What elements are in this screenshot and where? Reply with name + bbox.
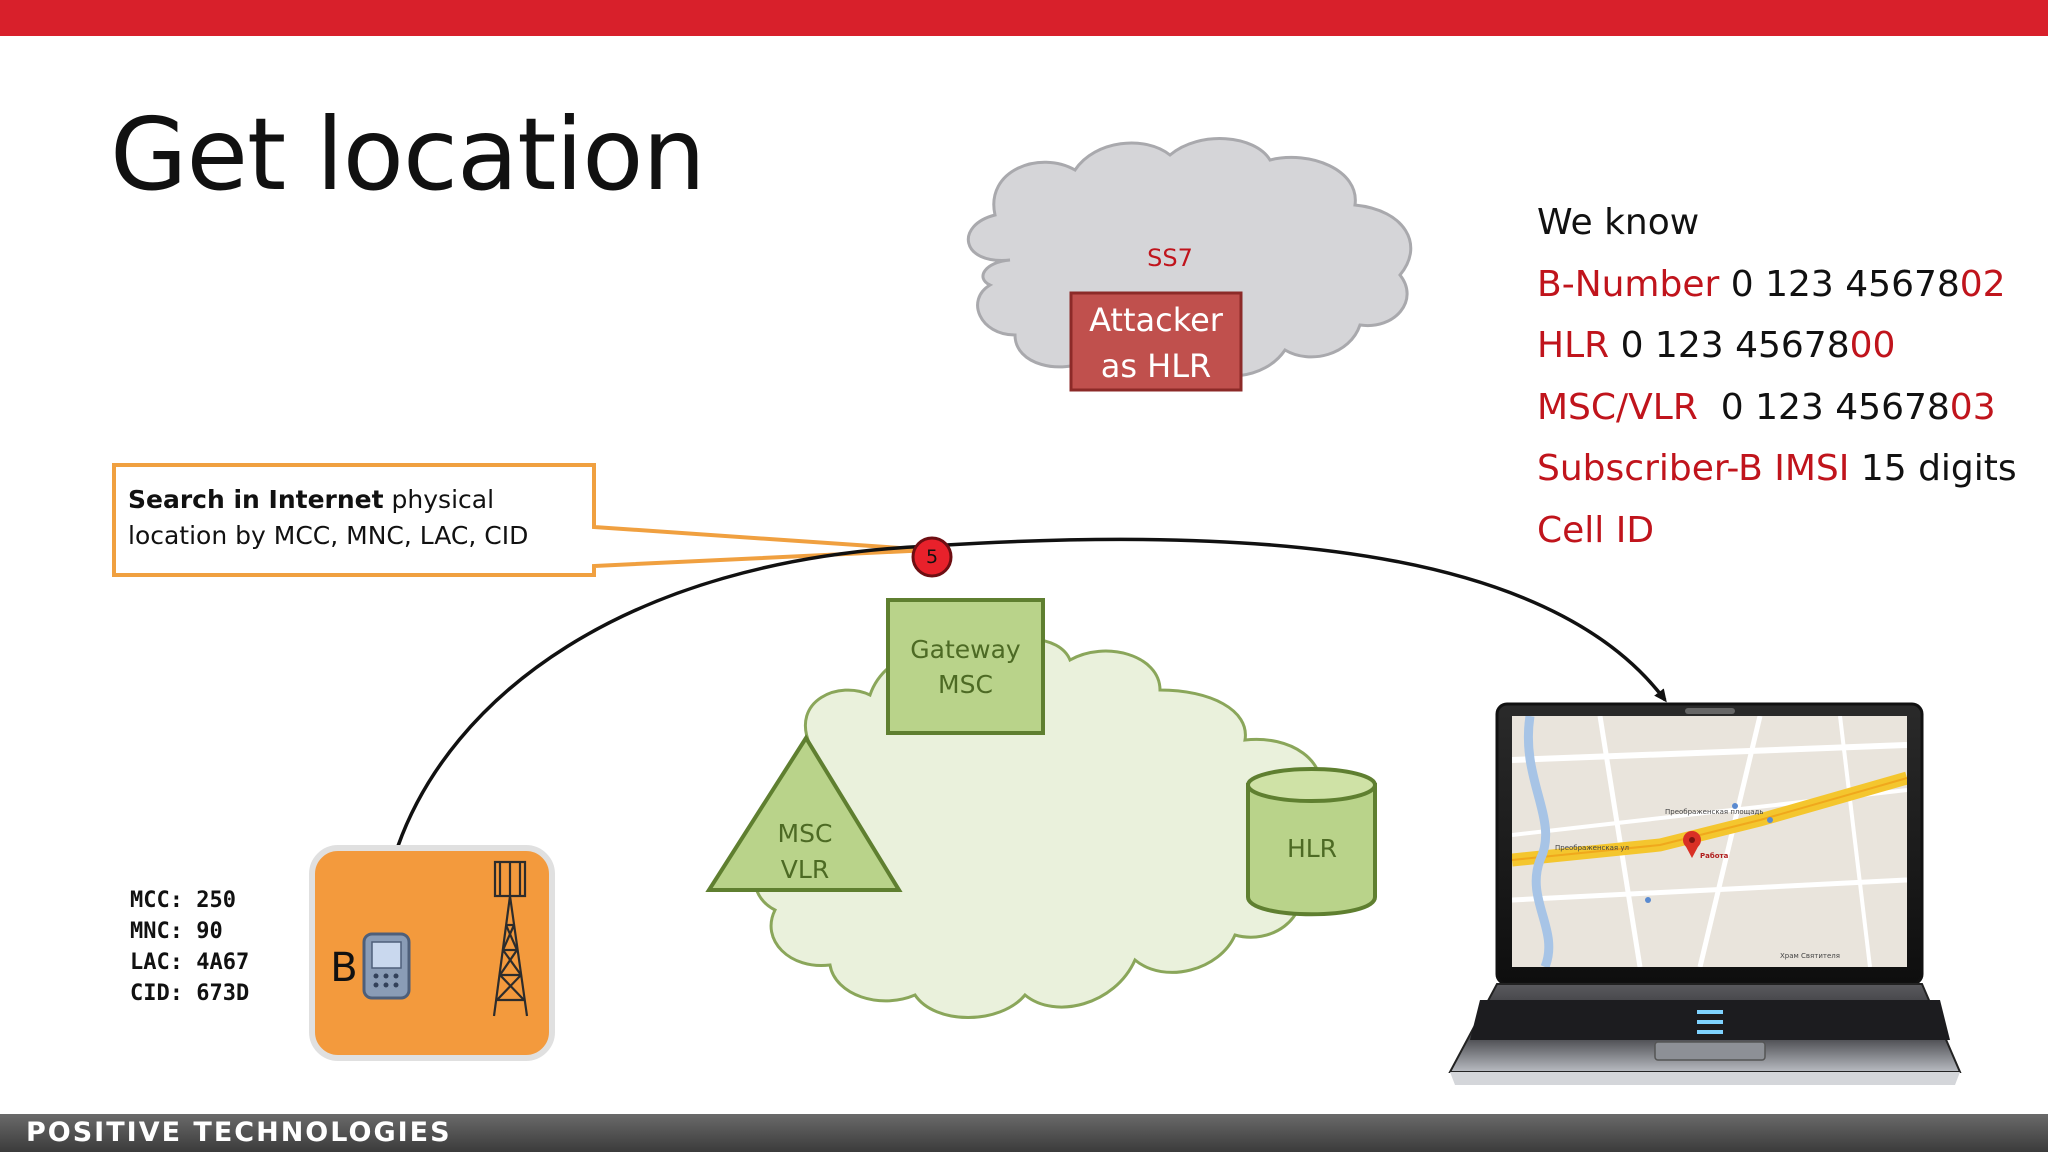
subscriber-tile: [309, 845, 555, 1061]
msc-vlr-label-line1: MSC: [777, 819, 833, 848]
callout-rest: physical location by MCC, MNC, LAC, CID: [128, 485, 529, 550]
step-badge: [911, 536, 953, 578]
hlr-node-label: HLR: [1286, 834, 1338, 863]
cell-tower-icon: [492, 860, 529, 1017]
b-number-prefix: 0 123 45678: [1719, 263, 1960, 305]
lac-code: LAC: 4A67: [130, 950, 250, 975]
msc-vlr-label: MSC/VLR: [1537, 386, 1698, 428]
b-number-suffix: 02: [1959, 263, 2006, 305]
gateway-msc-label-line1: Gateway: [910, 635, 1021, 664]
b-number-label: B-Number: [1537, 263, 1720, 305]
ss7-label: SS7: [1147, 244, 1193, 272]
known-msc-vlr: MSC/VLR 0 123 4567803: [1537, 377, 2017, 439]
hlr-prefix: 0 123 45678: [1609, 325, 1850, 366]
top-accent-bar: [0, 0, 2048, 36]
msc-vlr-node: [705, 734, 903, 892]
cell-id-label: Cell ID: [1537, 509, 1655, 551]
subscriber-letter: B: [330, 945, 358, 991]
attacker-label-line2: as HLR: [1100, 347, 1212, 385]
msc-vlr-prefix: 0 123 45678: [1697, 386, 1950, 428]
known-heading: We know: [1537, 202, 1700, 243]
callout-text: Search in Internet physical location by …: [128, 482, 588, 554]
cid-code: CID: 673D: [130, 981, 250, 1006]
phone-icon: [362, 932, 411, 1000]
attacker-label-line1: Attacker: [1089, 301, 1223, 339]
callout-bold: Search in Internet: [128, 485, 384, 514]
map-label-pin: Работа: [1700, 852, 1729, 860]
mcc-code: MCC: 250: [130, 888, 236, 913]
known-info-list: We know B-Number 0 123 4567802 HLR 0 123…: [1537, 192, 2017, 561]
step-number: 5: [925, 546, 939, 568]
mnc-code: MNC: 90: [130, 919, 223, 944]
imsi-value: 15 digits: [1849, 448, 2017, 489]
msc-vlr-label-line2: VLR: [780, 855, 830, 884]
known-imsi: Subscriber-B IMSI 15 digits: [1537, 438, 2017, 500]
attacker-box: [1069, 291, 1243, 392]
map-label-square: Преображенская площадь: [1665, 808, 1764, 816]
hlr-label: HLR: [1537, 325, 1610, 366]
laptop-icon: Преображенская площадь Преображенская ул…: [1448, 702, 1962, 1085]
page-title: Get location: [110, 96, 706, 213]
callout-box: [112, 463, 931, 577]
known-b-number: B-Number 0 123 4567802: [1537, 254, 2017, 316]
imsi-label: Subscriber-B IMSI: [1537, 448, 1850, 489]
bottom-brand-bar: [0, 1114, 2048, 1152]
known-hlr: HLR 0 123 4567800: [1537, 315, 2017, 377]
gateway-msc-label-line2: MSC: [938, 670, 993, 699]
hlr-suffix: 00: [1849, 325, 1896, 366]
map-label-temple: Храм Святителя: [1780, 952, 1840, 960]
known-cell-id: Cell ID: [1537, 500, 2017, 562]
gateway-msc-node: [886, 598, 1045, 735]
brand-logo-text: POSITIVE TECHNOLOGIES: [26, 1117, 452, 1148]
msc-vlr-suffix: 03: [1949, 386, 1996, 428]
map-label-street: Преображенская ул: [1555, 844, 1629, 852]
hlr-node: [1246, 767, 1377, 917]
